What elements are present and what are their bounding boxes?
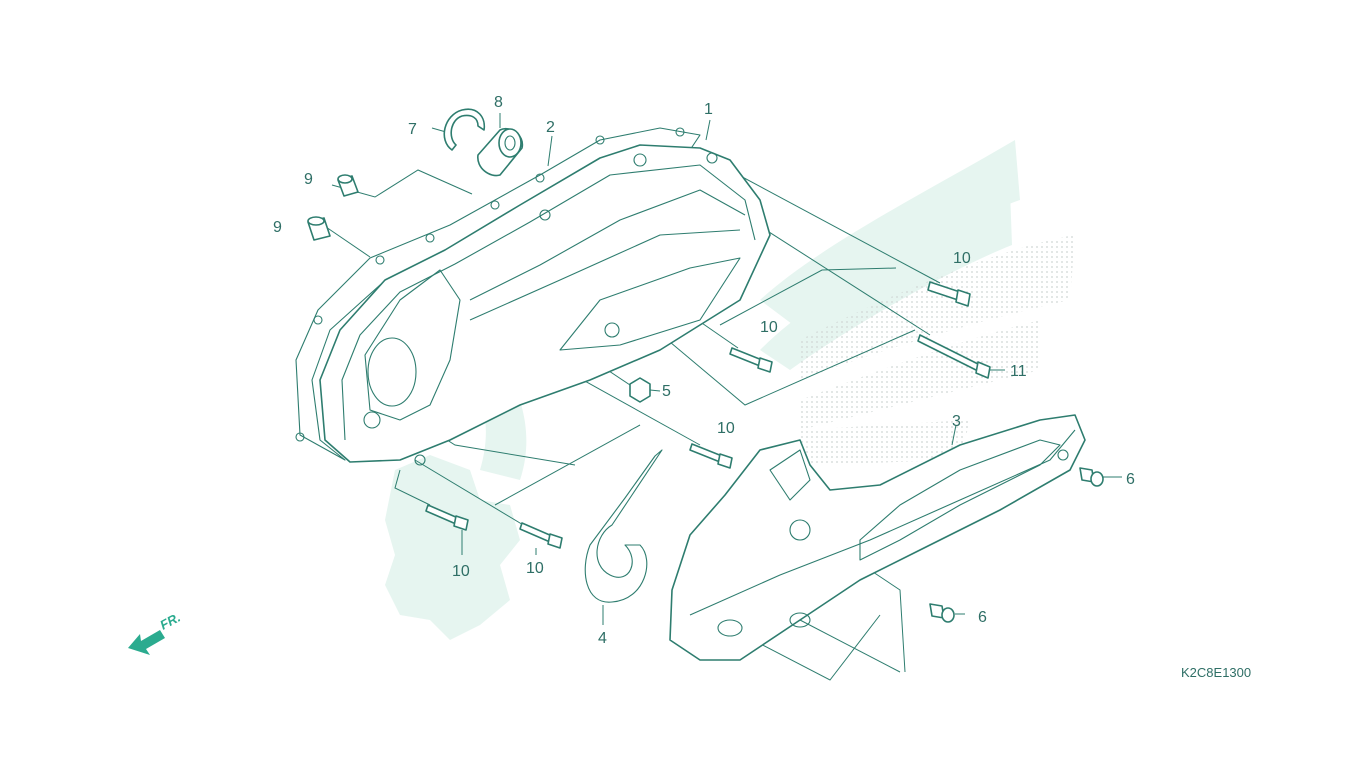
- callout-10-a: 10: [953, 250, 971, 267]
- long-bolt-part-11: [917, 334, 991, 379]
- callout-2: 2: [546, 119, 555, 136]
- left-outer-cover-part-3: [669, 414, 1086, 661]
- circlip-part-7: [443, 108, 486, 151]
- watermark-logo: [385, 140, 1075, 640]
- callout-4: 4: [598, 630, 607, 647]
- callout-8: 8: [494, 94, 503, 111]
- callout-1: 1: [704, 101, 713, 118]
- collar-part-5: [629, 377, 651, 403]
- callout-10-b: 10: [760, 319, 778, 336]
- callout-9-b: 9: [273, 219, 282, 236]
- bolt-part-10-b: [729, 347, 773, 373]
- callout-9-a: 9: [304, 171, 313, 188]
- bearing-part-8: [477, 128, 524, 177]
- front-direction-arrow: FR.: [128, 610, 183, 655]
- direction-label: FR.: [157, 610, 183, 633]
- callout-5: 5: [662, 383, 671, 400]
- callout-3: 3: [952, 413, 961, 430]
- callout-6-a: 6: [1126, 471, 1135, 488]
- left-crankcase-cover-part-1: [319, 144, 771, 466]
- bolt-part-10-c: [689, 443, 733, 469]
- callout-10-e: 10: [526, 560, 544, 577]
- callout-numbers: 1 2 3 4 5 6 6 7 8 9 9 10 10 10 10 10 11: [273, 94, 1135, 647]
- wire-spring-part-4: [584, 449, 663, 603]
- callout-10-d: 10: [452, 563, 470, 580]
- callout-10-c: 10: [717, 420, 735, 437]
- callout-7: 7: [408, 121, 417, 138]
- dowel-pin-part-9-a: [337, 174, 359, 197]
- screw-part-6-b: [929, 603, 955, 623]
- drawing-code: K2C8E1300: [1181, 665, 1251, 680]
- dowel-pin-part-9-b: [307, 216, 331, 241]
- callout-11: 11: [1010, 363, 1027, 380]
- callout-6-b: 6: [978, 609, 987, 626]
- screw-part-6-a: [1079, 467, 1104, 487]
- bolt-part-10-e: [519, 522, 563, 549]
- bolt-part-10-a: [927, 281, 971, 307]
- bolt-part-10-d: [425, 504, 469, 531]
